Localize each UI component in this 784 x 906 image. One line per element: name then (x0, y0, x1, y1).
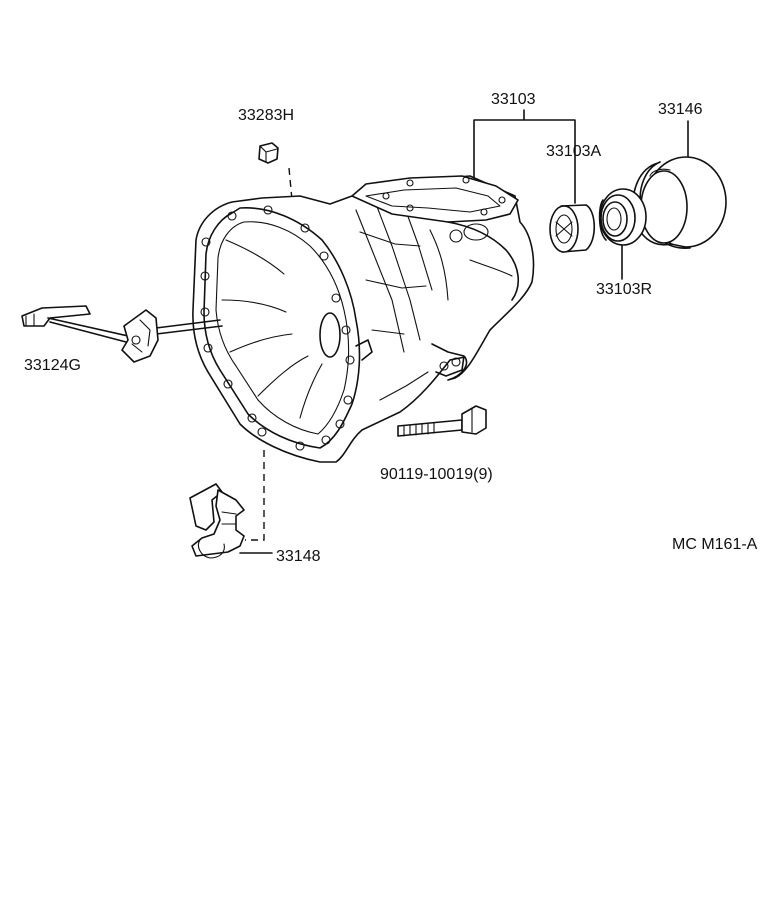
oil-seal-33146 (632, 156, 727, 249)
leader-lines (239, 109, 689, 554)
bearing-33103r (598, 188, 647, 246)
bushing-33103a (549, 204, 596, 253)
dashed-lines (245, 167, 293, 541)
label-33124g: 33124G (24, 357, 81, 374)
transmission-housing-33103 (192, 175, 535, 463)
plug-33283h (258, 142, 279, 164)
label-33283h: 33283H (238, 107, 294, 124)
bolt-90119 (397, 405, 487, 437)
label-33148: 33148 (276, 548, 321, 565)
label-33103r: 33103R (596, 281, 652, 298)
label-33103a: 33103A (546, 143, 601, 160)
bracket-33148 (189, 483, 245, 559)
release-fork-33124g (21, 305, 223, 363)
drawing-code: MC M161-A (672, 536, 758, 553)
label-33146: 33146 (658, 101, 703, 118)
label-33103: 33103 (491, 91, 536, 108)
label-90119-10019: 90119-10019(9) (380, 466, 493, 483)
